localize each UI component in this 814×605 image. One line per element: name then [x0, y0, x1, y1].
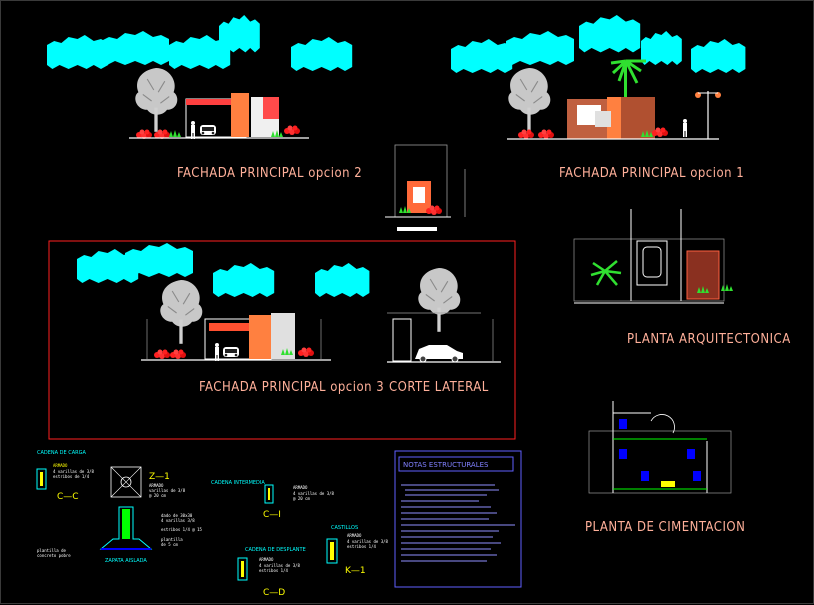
svg-text:@ 20 cm: @ 20 cm	[149, 493, 166, 498]
svg-text:plantilla: plantilla	[161, 537, 183, 542]
svg-text:concreto pobre: concreto pobre	[37, 553, 71, 558]
detail-title-cadena-desplante: CADENA DE DESPLANTE	[245, 547, 306, 553]
sky-clouds	[47, 15, 353, 71]
person-icon	[215, 343, 219, 361]
sky-clouds	[451, 15, 746, 73]
facade-option-1[interactable]	[451, 15, 746, 140]
person-icon	[191, 121, 195, 139]
selection-frame[interactable]	[48, 240, 516, 440]
structural-notes[interactable]: NOTAS ESTRUCTURALES	[394, 450, 522, 588]
sky-clouds	[77, 243, 370, 297]
svg-text:estribos 1/4: estribos 1/4	[259, 568, 288, 573]
detail-title-zapata: ZAPATA AISLADA	[105, 558, 147, 564]
svg-text:4 varillas de 3/8: 4 varillas de 3/8	[347, 539, 389, 544]
svg-text:ARMADO: ARMADO	[149, 483, 164, 488]
svg-text:ARMADO: ARMADO	[259, 557, 274, 562]
title-corte-lateral: CORTE LATERAL	[389, 380, 489, 395]
lamp-icon	[695, 91, 721, 139]
svg-text:ARMADO: ARMADO	[347, 533, 362, 538]
detail-title-cadena-intermedia: CADENA INTERMEDIA	[211, 480, 265, 486]
notes-title: NOTAS ESTRUCTURALES	[403, 461, 489, 469]
notes-lines	[401, 484, 515, 562]
tree-icon	[134, 67, 178, 133]
detail-label-z1: Z—1	[149, 472, 170, 482]
svg-text:estribos 1/4 @ 15: estribos 1/4 @ 15	[161, 527, 203, 532]
tree-icon	[159, 279, 203, 345]
title-fachada-opcion1: FACHADA PRINCIPAL opcion 1	[559, 166, 744, 181]
svg-text:ARMADO: ARMADO	[53, 463, 68, 468]
structural-details[interactable]: CADENA DE CARGA ARMADO 4 varillas de 3/8…	[36, 450, 389, 598]
side-elevation-small[interactable]	[385, 144, 466, 231]
svg-text:4 varillas de 3/8: 4 varillas de 3/8	[259, 563, 301, 568]
svg-text:varillas de 3/8: varillas de 3/8	[149, 488, 186, 493]
tree-icon	[507, 67, 551, 133]
facade-option-2[interactable]	[47, 15, 353, 139]
svg-text:4 varillas 3/8: 4 varillas 3/8	[161, 518, 195, 523]
palm-icon	[590, 260, 622, 286]
detail-title-castillos: CASTILLOS	[331, 525, 358, 531]
car-icon	[223, 347, 239, 357]
car-icon	[415, 345, 463, 363]
svg-text:ARMADO: ARMADO	[293, 485, 308, 490]
facade-option-3[interactable]	[77, 243, 370, 361]
detail-label-cd: C—D	[263, 588, 285, 598]
side-section[interactable]	[387, 267, 501, 363]
car-icon	[200, 125, 216, 135]
svg-text:4 varillas de 3/8: 4 varillas de 3/8	[53, 469, 95, 474]
svg-text:de 5 cm: de 5 cm	[161, 542, 178, 547]
person-icon	[683, 119, 687, 137]
svg-text:@ 20 cm: @ 20 cm	[293, 496, 310, 501]
svg-text:4 varillas de 3/8: 4 varillas de 3/8	[293, 491, 335, 496]
foundation-plan[interactable]	[588, 401, 732, 494]
title-planta-cimentacion: PLANTA DE CIMENTACION	[585, 520, 745, 535]
svg-text:plantilla de: plantilla de	[37, 548, 66, 553]
svg-text:estribos 1/4: estribos 1/4	[347, 544, 376, 549]
title-fachada-opcion3: FACHADA PRINCIPAL opcion 3	[199, 380, 384, 395]
svg-text:dado de 30x30: dado de 30x30	[161, 513, 193, 518]
architectural-plan[interactable]	[573, 209, 733, 304]
title-planta-arquitectonica: PLANTA ARQUITECTONICA	[627, 332, 791, 347]
detail-label-cc: C—C	[57, 492, 79, 502]
detail-label-ci: C—I	[263, 510, 281, 520]
title-fachada-opcion2: FACHADA PRINCIPAL opcion 2	[177, 166, 362, 181]
palm-icon	[610, 59, 646, 101]
detail-label-k1: K—1	[345, 566, 366, 576]
detail-title-cadena-carga: CADENA DE CARGA	[37, 450, 87, 456]
tree-icon	[417, 267, 461, 333]
svg-text:estribos de 1/4: estribos de 1/4	[53, 474, 90, 479]
